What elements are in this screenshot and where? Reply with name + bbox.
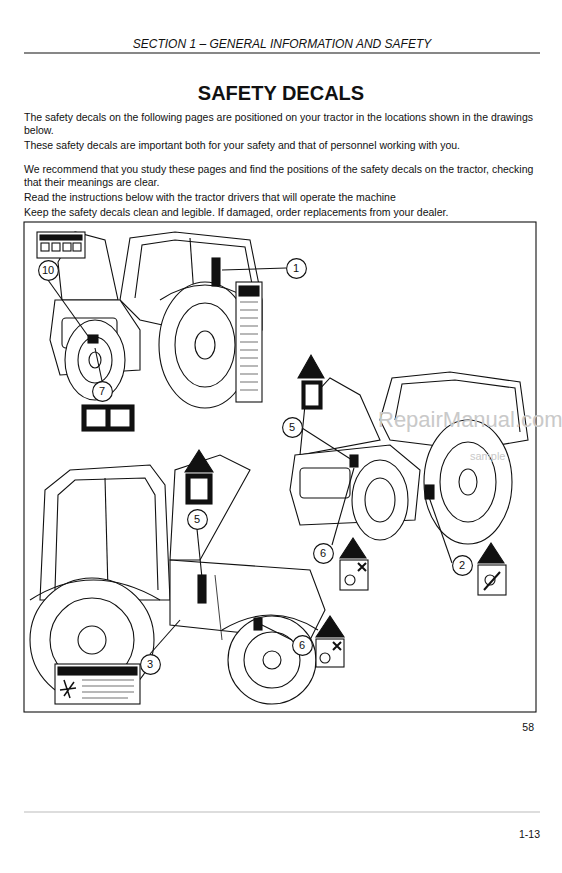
callout-circle: 1 — [286, 258, 307, 279]
callout-circle: 5 — [282, 417, 303, 438]
figure-number: 58 — [500, 721, 534, 734]
section-header: SECTION 1 – GENERAL INFORMATION AND SAFE… — [24, 37, 540, 51]
callout-number: 5 — [187, 509, 208, 530]
callout-circle: 3 — [140, 654, 161, 675]
callout-number: 2 — [452, 555, 473, 576]
tractor-rear-quarter-view — [290, 355, 528, 595]
body-paragraph: These safety decals are important both f… — [24, 139, 540, 152]
callout-circle: 10 — [38, 260, 59, 281]
watermark: sample — [470, 450, 550, 463]
figure-frame — [24, 222, 536, 712]
callout-circle: 6 — [313, 543, 334, 564]
tractor-side-view — [30, 450, 344, 704]
page-title: SAFETY DECALS — [0, 82, 562, 105]
watermark: RepairManual.com — [378, 407, 558, 433]
body-paragraph: We recommend that you study these pages … — [24, 163, 540, 188]
tractor-front-view — [37, 232, 286, 431]
header-rule — [24, 52, 540, 53]
footer-rule — [24, 811, 540, 812]
callout-circle: 7 — [92, 381, 113, 402]
callout-number: 6 — [313, 543, 334, 564]
callout-circle: 2 — [452, 555, 473, 576]
callout-number: 6 — [292, 635, 313, 656]
body-paragraph: Read the instructions below with the tra… — [24, 191, 540, 204]
body-paragraph: The safety decals on the following pages… — [24, 111, 540, 136]
callout-circle: 6 — [292, 635, 313, 656]
callout-circle: 5 — [187, 509, 208, 530]
callout-number: 7 — [92, 381, 113, 402]
callout-number: 5 — [282, 417, 303, 438]
callout-number: 1 — [286, 258, 307, 279]
callout-number: 10 — [38, 260, 59, 281]
page-number: 1-13 — [500, 828, 540, 841]
body-paragraph: Keep the safety decals clean and legible… — [24, 206, 540, 219]
callout-number: 3 — [140, 654, 161, 675]
